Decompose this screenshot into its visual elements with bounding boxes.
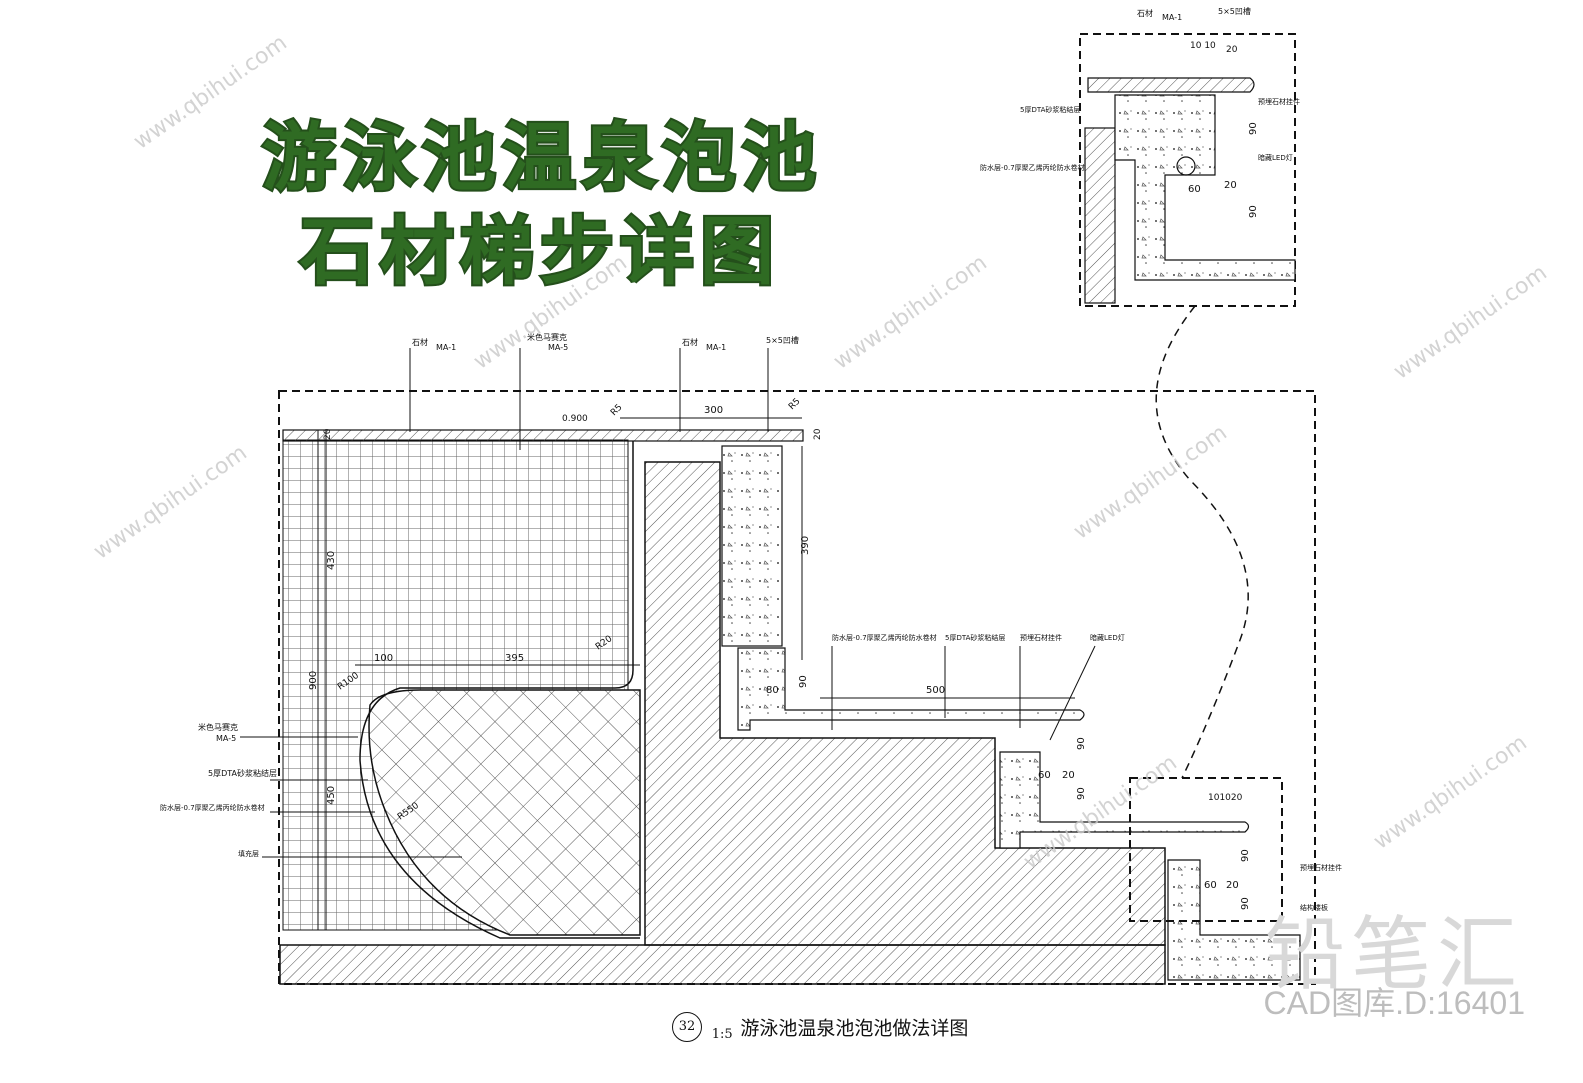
curved-seat-region [368, 689, 641, 936]
dim-900: 900 [308, 671, 319, 690]
watermark-brand: 铅笔汇 [1265, 908, 1523, 1001]
label-fix-step: 预埋石材挂件 [1020, 633, 1062, 642]
dim-90-e: 90 [1240, 897, 1251, 910]
detail-callout-top [1079, 33, 1296, 307]
detail-top-tread [1087, 77, 1255, 93]
label-dta-left: 5厚DTA砂浆粘结层 [208, 768, 277, 778]
drawing-caption: 32 1:5 游泳池温泉池泡池做法详图 [672, 1012, 968, 1042]
label-dta-detail: 5厚DTA砂浆粘结层 [1020, 105, 1080, 114]
label-stone-detail: 石材 [1137, 8, 1153, 18]
dim-90-a: 90 [798, 675, 809, 688]
label-wp-detail: 防水层-0.7厚聚乙烯丙纶防水卷材 [980, 163, 1085, 172]
dim-500: 500 [926, 685, 945, 696]
watermark-cad-id: CAD图库.D:16401 [1263, 985, 1525, 1021]
label-mosaic: 米色马赛克 [527, 332, 567, 342]
dim-390: 390 [800, 536, 811, 555]
label-mosaic-left: 米色马赛克 [198, 722, 238, 732]
detail-top-riser [1114, 94, 1296, 281]
dim-20-b: 20 [1226, 880, 1239, 891]
dim-90-detail-a: 90 [1248, 122, 1259, 135]
detail-callout-bottom [1129, 777, 1283, 922]
dim-90-detail-b: 90 [1248, 205, 1259, 218]
dim-20-a: 20 [1062, 770, 1075, 781]
hatched-structure [644, 461, 1166, 946]
title-line-2: 石材梯步详图 [298, 207, 780, 297]
label-stone-2: 石材 [682, 337, 698, 347]
label-groove-detail: 5×5凹槽 [1218, 6, 1251, 16]
dim-r5-2: R5 [787, 397, 803, 413]
label-wp-left: 防水层-0.7厚聚乙烯丙纶防水卷材 [160, 803, 265, 812]
label-ma1: MA-1 [436, 343, 456, 352]
label-wp-step: 防水层-0.7厚聚乙烯丙纶防水卷材 [832, 633, 937, 642]
label-ma1-detail: MA-1 [1162, 13, 1182, 22]
dim-20: 20 [813, 428, 823, 440]
dim-90-d: 90 [1240, 849, 1251, 862]
label-led-detail: 暗藏LED灯 [1258, 153, 1293, 162]
dim-20-left: 20 [323, 428, 333, 440]
leader-step-led [1049, 645, 1096, 741]
concrete-riser [721, 445, 783, 647]
label-led-step: 暗藏LED灯 [1090, 633, 1125, 642]
dim-20-detail: 20 [1226, 45, 1238, 55]
step1-tread [737, 647, 1085, 731]
dim-101020: 101020 [1208, 793, 1243, 803]
title-line-1: 游泳池温泉泡池 [260, 113, 822, 203]
detail-led-symbol [1176, 156, 1196, 176]
dim-80: 80 [766, 685, 779, 696]
dim-60-b: 60 [1204, 880, 1217, 891]
caption-number: 32 [672, 1012, 702, 1042]
detail-top-wall [1084, 127, 1116, 304]
caption-text: 游泳池温泉池泡池做法详图 [740, 1017, 969, 1040]
dim-r5: R5 [609, 403, 625, 419]
dim-1010-detail: 10 10 [1190, 41, 1216, 51]
top-coping-stone [282, 429, 804, 442]
dim-90-c: 90 [1076, 787, 1087, 800]
dim-395: 395 [505, 653, 524, 664]
caption-scale: 1:5 [711, 1027, 733, 1042]
dim-60-a: 60 [1038, 770, 1051, 781]
label-ma5: MA-5 [548, 343, 568, 352]
callout-connector [1155, 305, 1249, 779]
dim-300: 300 [704, 405, 723, 416]
label-stone: 石材 [412, 337, 428, 347]
label-ma1-2: MA-1 [706, 343, 726, 352]
label-level: 0.900 [562, 414, 588, 424]
label-dta-step: 5厚DTA砂浆粘结层 [945, 633, 1005, 642]
waterproof-line [359, 441, 640, 939]
dim-90-b: 90 [1076, 737, 1087, 750]
label-fix-detail: 预埋石材挂件 [1258, 97, 1300, 106]
label-stone-right: 预埋石材挂件 [1300, 863, 1342, 872]
step2-tread [999, 751, 1250, 849]
dim-60-detail: 60 [1188, 184, 1201, 195]
structure-slab [279, 944, 1166, 985]
dim-450: 450 [326, 786, 337, 805]
label-structure-right: 结构楼板 [1300, 903, 1328, 912]
dim-100: 100 [374, 653, 393, 664]
dim-20-detail-b: 20 [1224, 180, 1237, 191]
step3-base [1167, 859, 1301, 981]
label-backfill: 填充层 [238, 849, 259, 858]
label-ma5-left: MA-5 [216, 734, 236, 743]
label-groove: 5×5凹槽 [766, 335, 799, 345]
dim-430: 430 [326, 551, 337, 570]
